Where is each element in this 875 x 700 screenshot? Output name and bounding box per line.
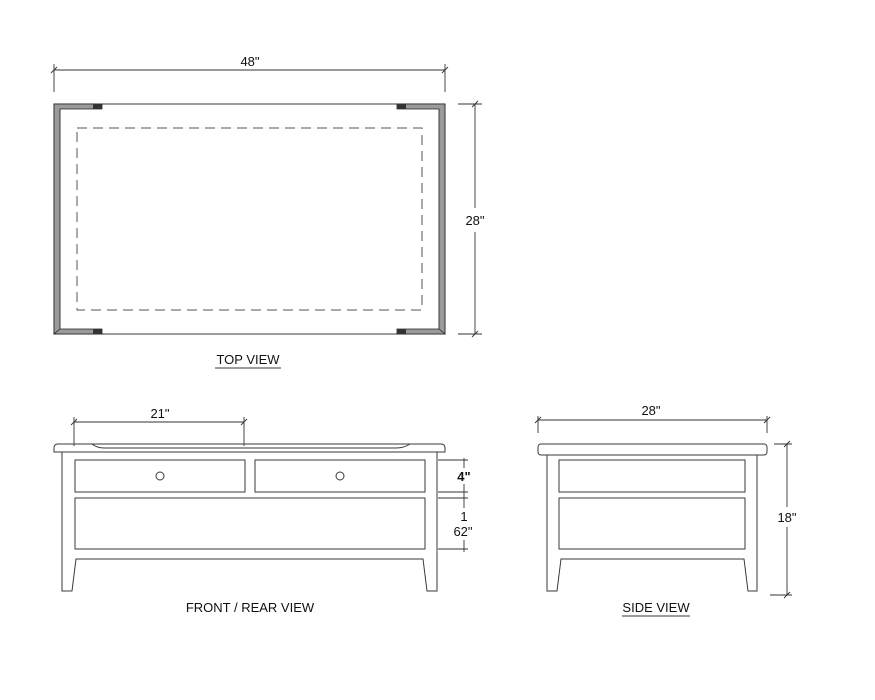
front-drawer-width-dimension: 21" xyxy=(70,406,248,446)
drawer-height-label: 4" xyxy=(457,469,470,484)
corner-bracket-top-left xyxy=(53,103,103,335)
side-carcass xyxy=(546,455,758,592)
front-drawer-width-label: 21" xyxy=(150,406,169,421)
front-left-drawer xyxy=(74,459,246,493)
tabletop-outline xyxy=(53,103,446,335)
lower-panel-height-numerator: 1 xyxy=(460,509,467,524)
hidden-apron-outline xyxy=(76,127,423,311)
side-lower-panel xyxy=(558,497,746,550)
side-height-label: 18" xyxy=(777,510,796,525)
side-depth-dimension: 28" xyxy=(534,403,771,433)
top-depth-dimension: 28" xyxy=(458,100,485,338)
top-view: 48" 28" xyxy=(50,54,485,369)
front-view: 21" 4" 1 62" FRONT / REAR VIEW xyxy=(53,406,473,615)
side-height-dimension: 18" xyxy=(770,440,797,599)
side-tabletop xyxy=(537,443,768,456)
top-depth-label: 28" xyxy=(465,213,484,228)
corner-bracket-top-right xyxy=(396,103,446,335)
front-carcass xyxy=(61,452,438,592)
front-right-drawer xyxy=(254,459,426,493)
corner-bracket-bottom-right xyxy=(396,328,447,335)
lower-panel-height-label: 62" xyxy=(453,524,472,539)
side-view: 28" 18" SIDE VIEW xyxy=(534,403,797,617)
front-lower-panel xyxy=(74,497,426,550)
right-drawer-knob xyxy=(335,471,345,481)
side-upper-panel xyxy=(558,459,746,493)
top-width-label: 48" xyxy=(240,54,259,69)
top-view-label: TOP VIEW xyxy=(216,352,280,367)
front-view-label: FRONT / REAR VIEW xyxy=(186,600,315,615)
left-drawer-knob xyxy=(155,471,165,481)
front-height-dimensions: 4" 1 62" xyxy=(438,458,473,552)
front-tabletop xyxy=(53,443,446,453)
corner-bracket-bottom-left xyxy=(52,328,103,335)
top-width-dimension: 48" xyxy=(50,54,449,92)
side-view-label: SIDE VIEW xyxy=(622,600,690,615)
side-depth-label: 28" xyxy=(641,403,660,418)
